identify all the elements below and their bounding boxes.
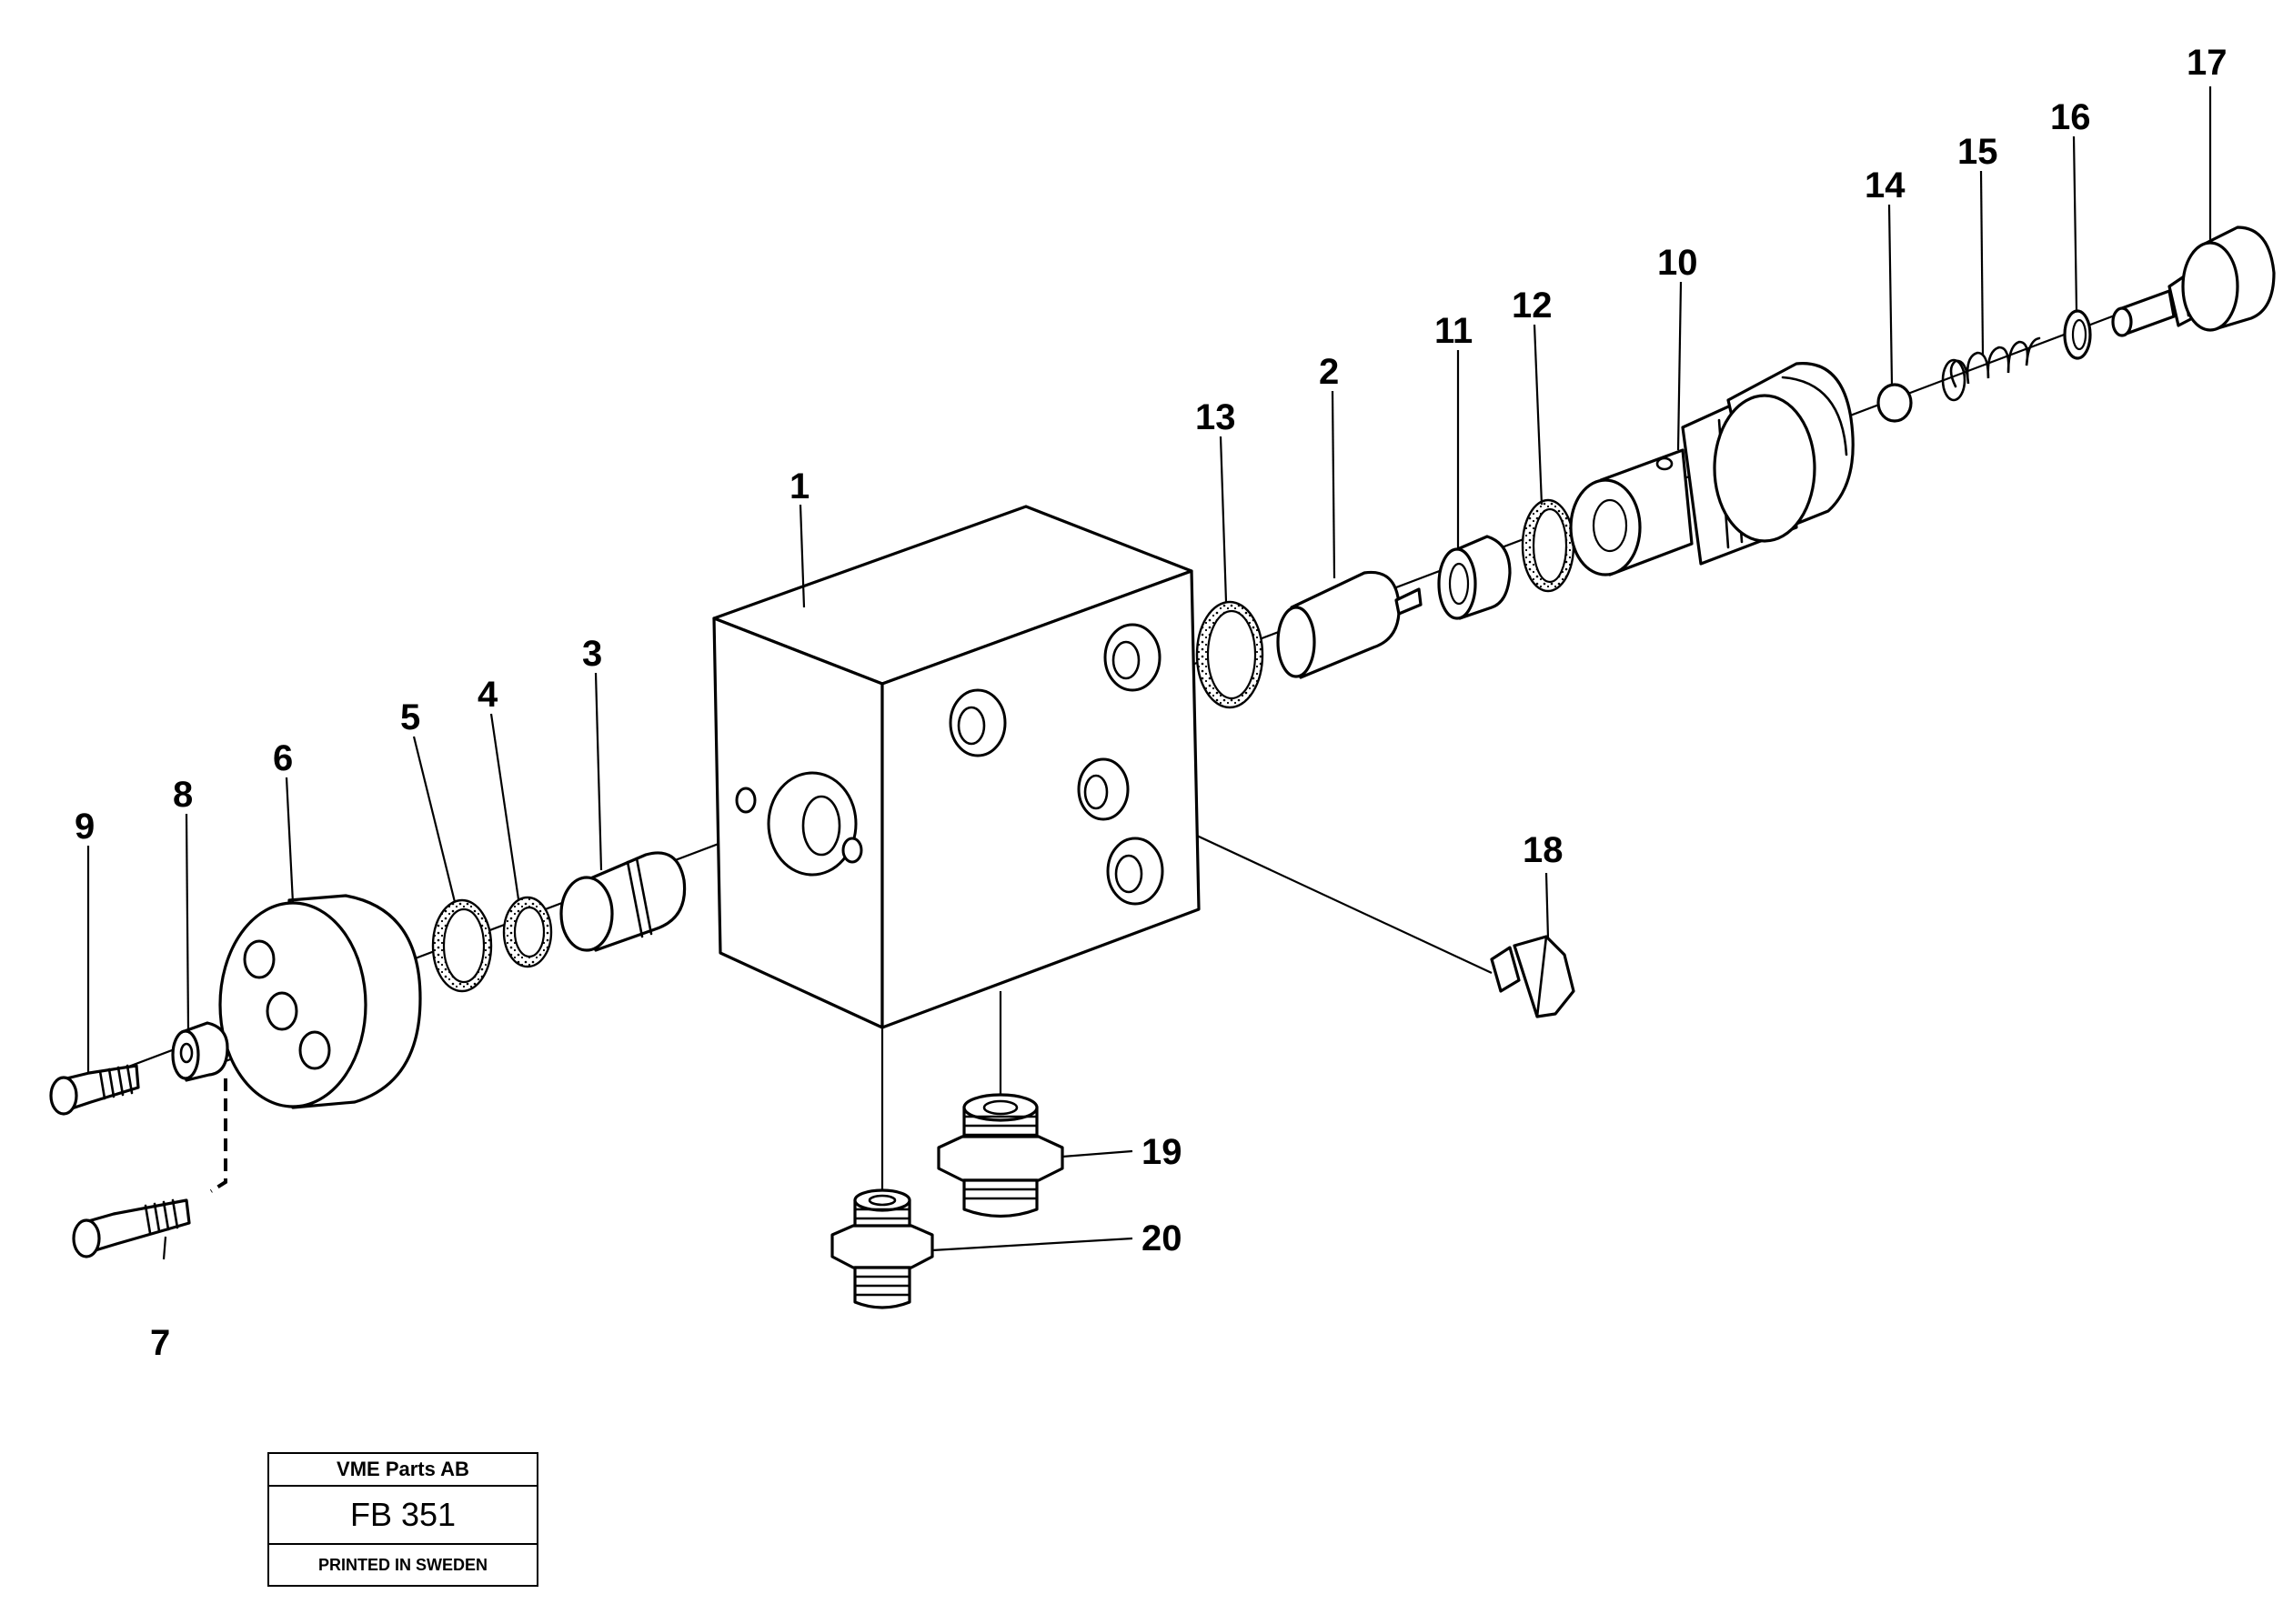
part-2-piston xyxy=(1276,570,1423,679)
part-14-ball xyxy=(1876,383,1913,423)
callout-9: 9 xyxy=(75,807,95,847)
callout-16: 16 xyxy=(2050,97,2091,137)
callout-1: 1 xyxy=(789,466,810,506)
callout-4: 4 xyxy=(478,675,498,715)
callout-7: 7 xyxy=(150,1323,170,1363)
callout-11: 11 xyxy=(1434,311,1473,351)
part-8-bushing xyxy=(171,1021,229,1082)
part-10-cartridge xyxy=(1569,362,1855,576)
callout-3: 3 xyxy=(582,634,602,674)
part-17-adjusting-screw xyxy=(2111,226,2276,337)
callout-13: 13 xyxy=(1195,397,1236,437)
part-13-ring xyxy=(1195,600,1264,709)
part-16-ring xyxy=(2063,309,2092,360)
callout-6: 6 xyxy=(273,738,293,778)
screw-7-path xyxy=(209,1078,227,1193)
title-block-company: VME Parts AB xyxy=(269,1454,537,1487)
part-3-plug xyxy=(559,851,687,952)
part-7-screw xyxy=(72,1198,191,1258)
callout-19: 19 xyxy=(1141,1132,1182,1172)
part-5-ring xyxy=(431,898,493,993)
callout-17: 17 xyxy=(2187,43,2228,83)
title-block-printed: PRINTED IN SWEDEN xyxy=(317,1555,488,1574)
callout-15: 15 xyxy=(1957,132,1998,172)
part-9-screw xyxy=(49,1064,140,1116)
callout-10: 10 xyxy=(1657,243,1698,283)
part-15-spring xyxy=(1941,336,2041,402)
callout-14: 14 xyxy=(1865,165,1906,206)
part-1-valve-block xyxy=(712,505,1201,1029)
callout-20: 20 xyxy=(1141,1218,1182,1258)
callout-labels: 1 2 3 4 5 6 7 8 9 10 11 12 13 14 15 16 1… xyxy=(75,43,2228,1363)
title-block: VME Parts AB FB 351 PRINTED IN SWEDEN xyxy=(267,1452,538,1587)
part-4-ring xyxy=(502,896,553,968)
callout-18: 18 xyxy=(1523,830,1564,870)
callout-leaders xyxy=(86,86,2212,1260)
callout-5: 5 xyxy=(400,697,420,737)
callout-12: 12 xyxy=(1512,286,1553,326)
part-6-cover xyxy=(218,894,422,1109)
part-11-sleeve xyxy=(1437,535,1512,620)
part-18-plug xyxy=(1490,935,1575,1018)
callout-2: 2 xyxy=(1319,352,1339,392)
part-20-fitting xyxy=(830,1188,934,1309)
title-block-code: FB 351 xyxy=(269,1487,537,1545)
part-12-ring xyxy=(1521,498,1575,593)
part-19-fitting xyxy=(937,1093,1064,1218)
callout-8: 8 xyxy=(173,775,193,815)
